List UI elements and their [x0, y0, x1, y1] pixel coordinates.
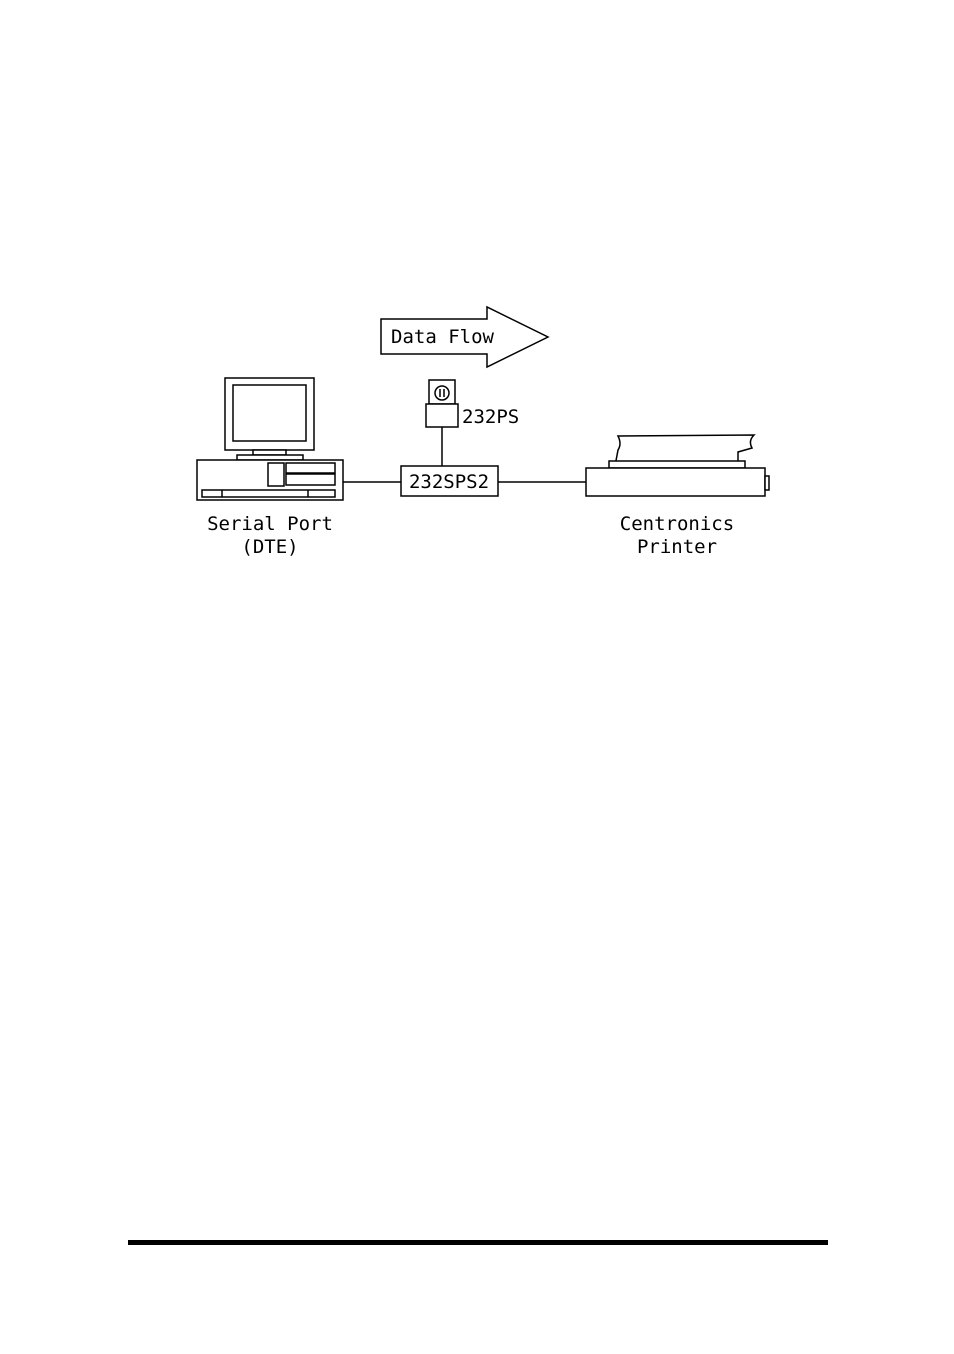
computer-label-line1: Serial Port [207, 513, 333, 535]
converter-label: 232SPS2 [409, 471, 489, 493]
converter-box: 232SPS2 [400, 465, 499, 497]
power-supply-icon [425, 379, 459, 466]
printer-label-line1: Centronics [620, 513, 734, 535]
power-supply-label: 232PS [462, 406, 519, 428]
footer-rule [128, 1240, 828, 1245]
computer-label-line2: (DTE) [241, 536, 298, 558]
data-flow-arrow: Data Flow [380, 305, 550, 369]
printer-icon [585, 434, 770, 497]
computer-icon [196, 377, 344, 501]
data-flow-label: Data Flow [391, 326, 495, 348]
printer-label-line2: Printer [637, 536, 717, 558]
